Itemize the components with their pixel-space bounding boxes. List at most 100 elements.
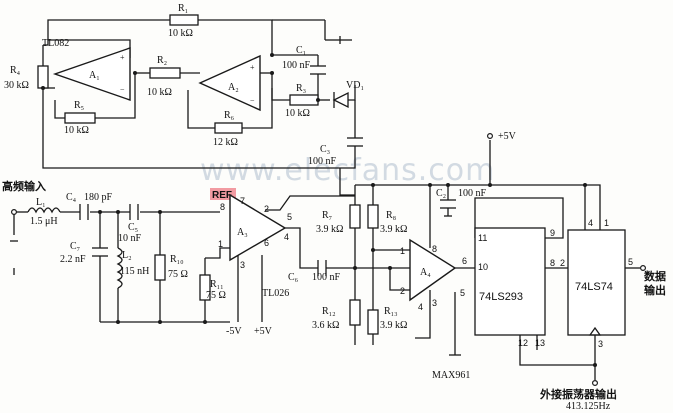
osc-input-terminal xyxy=(591,380,598,387)
u293-pin-12: 12 xyxy=(518,338,528,348)
c1-label: C₁ xyxy=(296,45,306,56)
c6-capacitor xyxy=(317,260,327,276)
vcc-label: +5V xyxy=(498,131,517,142)
hf-input-label: 高频输入 xyxy=(2,179,46,193)
a3-pin-1: 1 xyxy=(218,239,223,249)
r5-value: 10 kΩ xyxy=(64,125,89,136)
a3-opamp xyxy=(229,193,287,262)
l1-label: L₁ xyxy=(36,197,46,208)
c4-value: 180 pF xyxy=(84,192,113,203)
r3-label: R₃ xyxy=(296,83,306,94)
r11-value: 75 Ω xyxy=(206,290,226,301)
r1-resistor xyxy=(169,14,199,26)
c3-label: C₃ xyxy=(320,144,330,155)
r12-resistor xyxy=(349,299,361,326)
u74-pin-5: 5 xyxy=(628,257,633,267)
c2-value: 100 nF xyxy=(458,188,487,199)
r8-label: R₈ xyxy=(386,210,397,221)
u293-pin-13: 13 xyxy=(535,338,545,348)
r4-value: 30 kΩ xyxy=(4,80,29,91)
a4-pin-4: 4 xyxy=(418,302,423,312)
l2-inductor xyxy=(116,247,123,289)
ic-74ls74-label: 74LS74 xyxy=(575,281,613,293)
a4-pin-2: 2 xyxy=(400,286,405,296)
ground-symbol-top xyxy=(339,36,352,44)
r8-resistor xyxy=(367,204,379,229)
data-output-label-2: 输出 xyxy=(644,283,666,297)
r3-resistor xyxy=(289,94,319,106)
junction-dots xyxy=(41,53,597,367)
r5-label: R₅ xyxy=(74,100,84,111)
u293-pin-8: 8 xyxy=(550,258,555,268)
c1-value: 100 nF xyxy=(282,60,311,71)
a1-opamp xyxy=(52,47,131,101)
c6-value: 100 nF xyxy=(312,272,341,283)
a2-opamp xyxy=(198,54,261,112)
a3-pin-6: 6 xyxy=(264,238,269,248)
c6-label: C₆ xyxy=(288,272,299,283)
u293-pin-10: 10 xyxy=(478,262,488,272)
r11-resistor xyxy=(199,274,211,301)
osc-freq-label: 413.125Hz xyxy=(566,401,611,412)
r11-label: R₁₁ xyxy=(210,279,224,290)
r10-value: 75 Ω xyxy=(168,269,188,280)
ic-74ls293 xyxy=(474,227,546,336)
c3-capacitor xyxy=(347,137,363,147)
l1-value: 1.5 μH xyxy=(30,216,58,227)
r2-label: R₂ xyxy=(157,55,167,66)
r2-resistor xyxy=(149,67,181,79)
ic-74ls293-label: 74LS293 xyxy=(479,291,523,303)
c4-capacitor xyxy=(79,204,89,220)
svg-text:+: + xyxy=(250,63,255,72)
vd1-label: VD₁ xyxy=(346,80,364,91)
r6-resistor xyxy=(214,122,243,134)
a4-pin-3: 3 xyxy=(432,298,437,308)
u74-pin-3: 3 xyxy=(598,339,603,349)
r1-value: 10 kΩ xyxy=(168,28,193,39)
c5-capacitor xyxy=(129,204,139,220)
u293-pin-11: 11 xyxy=(478,233,487,243)
u74-pin-1: 1 xyxy=(604,218,609,228)
r6-value: 12 kΩ xyxy=(213,137,238,148)
r10-resistor xyxy=(154,254,166,281)
c5-label: C₅ xyxy=(128,222,138,233)
c2-label: C₂ xyxy=(436,188,446,199)
a3-vcc-label: +5V xyxy=(254,326,273,337)
hf-input-terminal xyxy=(11,209,18,216)
a1-label: A₁ xyxy=(89,70,100,81)
data-output-label-1: 数据 xyxy=(644,269,666,283)
r13-resistor xyxy=(367,309,379,335)
c7-capacitor xyxy=(92,247,108,257)
a2-label: A₂ xyxy=(228,82,239,93)
r10-label: R₁₀ xyxy=(170,254,184,265)
a3-pin-3: 3 xyxy=(240,260,245,270)
r7-value: 3.9 kΩ xyxy=(316,224,343,235)
l1-inductor xyxy=(27,207,61,214)
r5-resistor xyxy=(64,112,96,124)
a4-pin-6: 6 xyxy=(462,256,467,266)
c7-value: 2.2 nF xyxy=(60,254,86,265)
wires-right xyxy=(354,140,640,380)
r12-value: 3.6 kΩ xyxy=(312,320,339,331)
a3-pin-2: 2 xyxy=(264,204,269,214)
r7-label: R₇ xyxy=(322,210,332,221)
r13-label: R₁₃ xyxy=(384,306,398,317)
wires-top xyxy=(42,19,356,196)
r12-label: R₁₂ xyxy=(322,306,336,317)
ref-label: REF xyxy=(212,190,232,201)
r8-value: 3.9 kΩ xyxy=(380,224,407,235)
svg-text:+: + xyxy=(120,53,125,62)
u74-pin-4: 4 xyxy=(588,218,593,228)
l2-label: L₂ xyxy=(122,250,132,261)
clock-triangle-icon xyxy=(588,326,602,336)
svg-text:−: − xyxy=(250,96,255,105)
svg-text:−: − xyxy=(120,85,125,94)
r13-value: 3.9 kΩ xyxy=(380,320,407,331)
a3-pin-4: 4 xyxy=(284,232,289,242)
r1-label: R₁ xyxy=(178,3,188,14)
a3-pin-8: 8 xyxy=(220,202,225,212)
osc-input-label: 外接振荡器输出 xyxy=(539,387,617,401)
tl026-label: TL026 xyxy=(262,288,289,299)
a4-pin-1: 1 xyxy=(400,246,405,256)
a3-label: A₃ xyxy=(237,227,248,238)
